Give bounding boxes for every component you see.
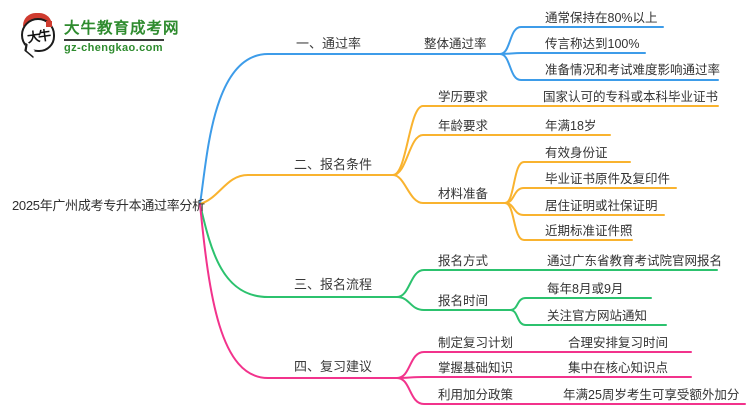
branch-process-lines <box>199 203 718 326</box>
node-age-requirement: 年龄要求 <box>438 119 489 133</box>
branch-pass-rate-label: 一、通过率 <box>296 36 362 51</box>
leaf-diploma: 国家认可的专科或本科毕业证书 <box>543 90 719 104</box>
leaf-official-website: 通过广东省教育考试院官网报名 <box>547 254 723 268</box>
leaf-aug-sep: 每年8月或9月 <box>547 282 624 296</box>
daniu-bull-icon: 大牛 <box>20 13 58 59</box>
node-register-method: 报名方式 <box>438 254 489 268</box>
node-education-requirement: 学历要求 <box>438 90 489 104</box>
node-overall-pass-rate: 整体通过率 <box>424 37 487 51</box>
logo-red-seal <box>46 21 52 27</box>
branch-process-label: 三、报名流程 <box>294 277 373 292</box>
leaf-preparation-difficulty: 准备情况和考试难度影响通过率 <box>545 63 721 77</box>
leaf-id-card: 有效身份证 <box>545 146 608 160</box>
logo-text-block: 大牛教育成考网 gz-chengkao.com <box>64 13 180 54</box>
site-logo: 大牛 大牛教育成考网 gz-chengkao.com <box>20 13 180 59</box>
node-basics: 掌握基础知识 <box>438 361 514 375</box>
logo-circle-text: 大牛 <box>26 27 51 45</box>
site-url: gz-chengkao.com <box>64 42 163 54</box>
site-name: 大牛教育成考网 <box>64 20 180 37</box>
branch-pass-rate-lines <box>199 26 719 205</box>
leaf-rumor-100: 传言称达到100% <box>545 37 640 51</box>
leaf-core-points: 集中在核心知识点 <box>568 361 669 375</box>
branch-requirements-label: 二、报名条件 <box>294 157 373 172</box>
branch-requirements-lines <box>199 105 719 241</box>
logo-divider <box>64 39 164 41</box>
node-study-plan: 制定复习计划 <box>438 336 514 350</box>
leaf-photo: 近期标准证件照 <box>545 224 633 238</box>
node-register-time: 报名时间 <box>438 294 489 308</box>
leaf-residence-proof: 居住证明或社保证明 <box>545 199 658 213</box>
leaf-age-18: 年满18岁 <box>545 119 597 133</box>
branch-review-lines <box>199 203 746 405</box>
node-materials: 材料准备 <box>438 187 489 201</box>
leaf-diploma-copy: 毕业证书原件及复印件 <box>545 172 671 186</box>
branch-review-label: 四、复习建议 <box>294 359 373 374</box>
root-topic: 2025年广州成考专升本通过率分析 <box>12 198 205 213</box>
leaf-pass-rate-80: 通常保持在80%以上 <box>545 11 658 25</box>
leaf-watch-notice: 关注官方网站通知 <box>547 309 648 323</box>
leaf-age-25-bonus: 年满25周岁考生可享受额外加分 <box>563 388 740 402</box>
node-bonus-policy: 利用加分政策 <box>438 388 514 402</box>
leaf-arrange-time: 合理安排复习时间 <box>568 336 669 350</box>
